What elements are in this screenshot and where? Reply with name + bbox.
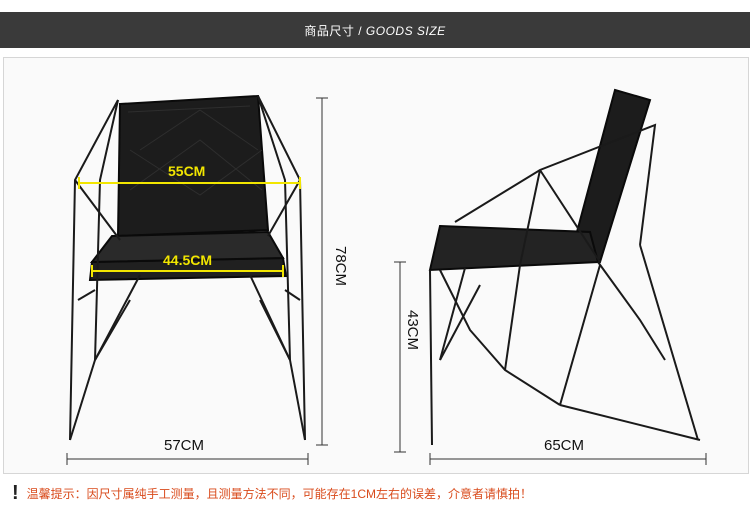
back-width-line xyxy=(78,177,301,189)
title-en: GOODS SIZE xyxy=(365,23,446,38)
total-height-line xyxy=(316,97,328,446)
front-width-label: 57CM xyxy=(164,437,205,454)
seat-width-label: 44.5CM xyxy=(163,252,213,268)
measurement-note: 温馨提示：因尺寸属纯手工测量，且测量方法不同，可能存在1CM左右的误差，介意者请… xyxy=(26,486,533,501)
warning-icon: ! xyxy=(12,482,19,504)
header-bar: 商品尺寸 / GOODS SIZE xyxy=(0,12,750,48)
side-depth-label: 65CM xyxy=(544,437,585,454)
total-height-label: 78CM xyxy=(332,246,349,287)
footer-note: ! 温馨提示：因尺寸属纯手工测量，且测量方法不同，可能存在1CM左右的误差，介意… xyxy=(0,480,750,506)
back-width-label: 55CM xyxy=(168,163,206,179)
front-width-line xyxy=(66,453,309,465)
seat-width-line xyxy=(91,265,284,277)
side-depth-line xyxy=(429,453,707,465)
seat-height-line xyxy=(394,261,406,453)
page-title: 商品尺寸 / GOODS SIZE xyxy=(304,22,445,39)
side-chair-image xyxy=(428,88,701,446)
front-chair-image xyxy=(69,94,306,441)
seat-height-label: 43CM xyxy=(404,310,421,351)
title-separator: / xyxy=(354,23,366,38)
title-cn: 商品尺寸 xyxy=(304,23,355,38)
